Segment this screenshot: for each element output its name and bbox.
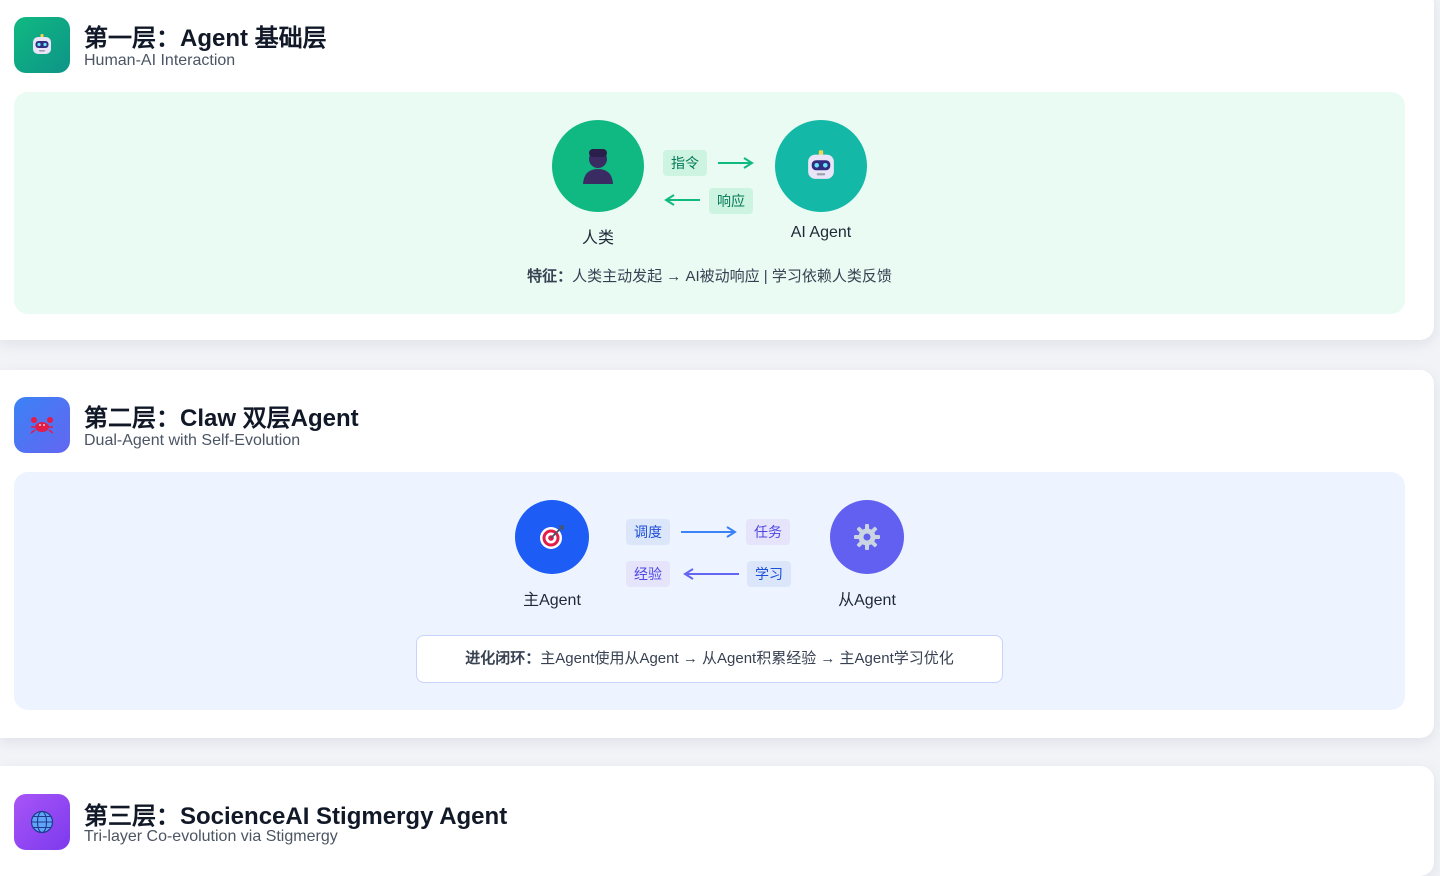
evolution-loop-label: 进化闭环： (465, 650, 541, 667)
layer-2-title: 第二层：Claw 双层Agent (84, 405, 359, 432)
feature-text: 人类主动发起 → AI被动响应 | 学习依赖人类反馈 (572, 268, 892, 285)
layer-3-title: 第三层：SocienceAI Stigmergy Agent (84, 803, 508, 830)
layer-2-card: 第二层：Claw 双层Agent Dual-Agent with Self-Ev… (0, 370, 1434, 738)
layer-1-title: 第一层：Agent 基础层 (84, 25, 327, 52)
crab-icon (30, 417, 54, 434)
command-tag: 指令 (663, 150, 707, 176)
layer-1-icon (14, 17, 70, 73)
command-arrow (718, 157, 754, 169)
feature-line: 特征：人类主动发起 → AI被动响应 | 学习依赖人类反馈 (14, 265, 1405, 286)
human-node (552, 120, 644, 212)
globe-icon (30, 810, 54, 834)
ai-agent-label: AI Agent (790, 224, 852, 241)
task-tag: 任务 (746, 519, 790, 545)
evolution-loop-box: 进化闭环：主Agent使用从Agent → 从Agent积累经验 → 主Agen… (416, 635, 1003, 683)
layer-1-card: 第一层：Agent 基础层 Human-AI Interaction 人类 指令… (0, 0, 1434, 340)
response-tag: 响应 (709, 188, 753, 214)
dispatch-arrow (681, 526, 737, 538)
layer-1-subtitle: Human-AI Interaction (84, 52, 236, 69)
dispatch-tag: 调度 (626, 519, 670, 545)
experience-tag: 经验 (626, 561, 670, 587)
layer-2-diagram: 主Agent 调度 任务 经验 学习 (14, 472, 1405, 710)
layer-2-subtitle: Dual-Agent with Self-Evolution (84, 432, 301, 449)
layer-3-icon (14, 794, 70, 850)
human-label: 人类 (581, 230, 614, 247)
feature-label: 特征： (527, 268, 573, 285)
layer-3-card: 第三层：SocienceAI Stigmergy Agent Tri-layer… (0, 766, 1434, 876)
sub-agent-label: 从Agent (838, 592, 896, 609)
main-agent-label: 主Agent (523, 592, 581, 609)
robot-icon (33, 34, 51, 54)
learning-arrow (683, 568, 739, 580)
layer-2-icon (14, 397, 70, 453)
learning-tag: 学习 (747, 561, 791, 587)
layer-3-subtitle: Tri-layer Co-evolution via Stigmergy (84, 828, 338, 845)
evolution-loop-text: 主Agent使用从Agent → 从Agent积累经验 → 主Agent学习优化 (540, 650, 954, 667)
target-icon (540, 525, 564, 549)
robot-icon (808, 150, 834, 179)
person-icon (583, 149, 613, 184)
response-arrow (664, 194, 700, 206)
sub-agent-node (830, 500, 904, 574)
main-agent-node (515, 500, 589, 574)
layer-1-diagram: 人类 指令 响应 AI Agent 特征：人类主动发起 → AI被 (14, 92, 1405, 314)
ai-agent-node (775, 120, 867, 212)
gear-icon (854, 524, 880, 550)
